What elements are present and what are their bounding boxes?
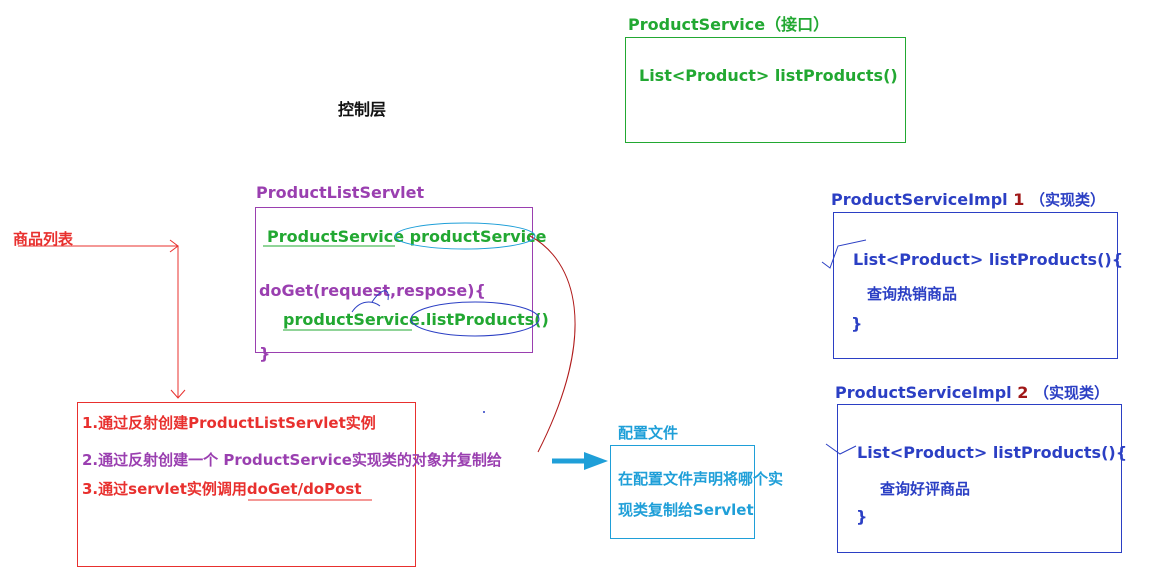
interface-method: List<Product> listProducts() <box>639 66 898 85</box>
stray-dot <box>483 411 485 413</box>
assign-link-curve <box>529 235 576 453</box>
interface-box <box>625 37 906 143</box>
red-flow-line <box>18 245 179 398</box>
impl1-title-suffix: （实现类） <box>1029 191 1105 209</box>
servlet-call: productService.listProducts() <box>283 310 549 329</box>
step-2: 2.通过反射创建一个 ProductService实现类的对象并复制给 <box>82 451 502 469</box>
impl1-title-num: 1 <box>1013 190 1025 209</box>
impl2-title-suffix: （实现类） <box>1033 384 1109 402</box>
steps-box <box>77 402 416 567</box>
red-arrowhead-right <box>169 239 179 253</box>
config-box <box>610 445 755 539</box>
servlet-title: ProductListServlet <box>256 183 425 202</box>
impl1-body: 查询热销商品 <box>867 285 958 303</box>
red-arrowhead-down <box>170 389 186 399</box>
impl1-title-name: ProductServiceImpl <box>831 190 1008 209</box>
impl2-close-brace: } <box>856 507 868 526</box>
product-list-label: 商品列表 <box>13 230 74 248</box>
servlet-doget: doGet(request,respose){ <box>259 281 486 300</box>
config-arrow-head <box>584 452 608 470</box>
impl1-close-brace: } <box>851 314 863 333</box>
step-3: 3.通过servlet实例调用doGet/doPost <box>82 480 362 498</box>
config-title: 配置文件 <box>618 424 679 442</box>
interface-title: ProductService（接口） <box>628 15 830 34</box>
servlet-close-brace: } <box>259 344 271 363</box>
impl2-title: ProductServiceImpl 2 （实现类） <box>835 382 1109 403</box>
config-line-1: 在配置文件声明将哪个实 <box>618 470 784 488</box>
impl1-title: ProductServiceImpl 1 （实现类） <box>831 189 1105 210</box>
impl2-title-num: 2 <box>1017 383 1029 402</box>
impl2-body: 查询好评商品 <box>880 480 971 498</box>
servlet-field: ProductService productService <box>267 227 547 246</box>
impl1-method: List<Product> listProducts(){ <box>853 250 1124 269</box>
config-line-2: 现类复制给Servlet <box>618 501 754 519</box>
impl2-box <box>837 404 1122 553</box>
impl2-title-name: ProductServiceImpl <box>835 383 1012 402</box>
control-layer-label: 控制层 <box>338 100 387 119</box>
impl1-box <box>833 212 1118 359</box>
impl2-method: List<Product> listProducts(){ <box>857 443 1128 462</box>
step-1: 1.通过反射创建ProductListServlet实例 <box>82 414 376 432</box>
